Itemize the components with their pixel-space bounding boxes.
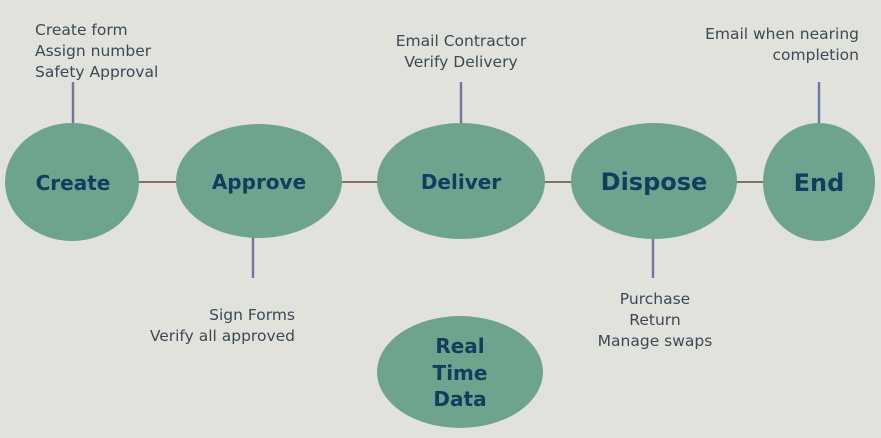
node-deliver-label: Deliver xyxy=(421,170,501,194)
node-realtime-label-line-3: Data xyxy=(433,387,486,411)
node-deliver xyxy=(377,123,545,239)
note-create-line-2: Assign number xyxy=(35,42,152,60)
note-deliver-line-1: Email Contractor xyxy=(395,32,527,50)
note-create: Create form Assign number Safety Approva… xyxy=(35,20,158,83)
node-dispose-label: Dispose xyxy=(601,168,708,196)
note-dispose-line-2: Return xyxy=(629,311,681,329)
node-realtime-label-line-2: Time xyxy=(433,361,488,385)
note-deliver: Email Contractor Verify Delivery xyxy=(361,31,561,73)
node-realtime-label-line-1: Real xyxy=(435,334,484,358)
note-dispose: Purchase Return Manage swaps xyxy=(575,289,735,352)
node-dispose xyxy=(571,123,737,239)
node-approve xyxy=(176,124,342,238)
node-end xyxy=(763,123,875,241)
note-end-line-2: completion xyxy=(772,46,859,64)
note-approve-line-1: Sign Forms xyxy=(209,306,295,324)
node-end-label: End xyxy=(794,169,845,197)
node-approve-label: Approve xyxy=(212,170,306,194)
node-create xyxy=(5,123,139,241)
note-end-line-1: Email when nearing xyxy=(705,25,859,43)
note-create-line-1: Create form xyxy=(35,21,128,39)
note-approve: Sign Forms Verify all approved xyxy=(150,305,295,347)
note-create-line-3: Safety Approval xyxy=(35,63,159,81)
note-end: Email when nearing completion xyxy=(705,24,859,66)
note-deliver-line-2: Verify Delivery xyxy=(404,53,518,71)
note-approve-line-2: Verify all approved xyxy=(149,327,295,345)
note-dispose-line-1: Purchase xyxy=(619,290,691,308)
node-create-label: Create xyxy=(36,171,111,195)
note-dispose-line-3: Manage swaps xyxy=(597,332,713,350)
node-realtime xyxy=(377,316,543,428)
